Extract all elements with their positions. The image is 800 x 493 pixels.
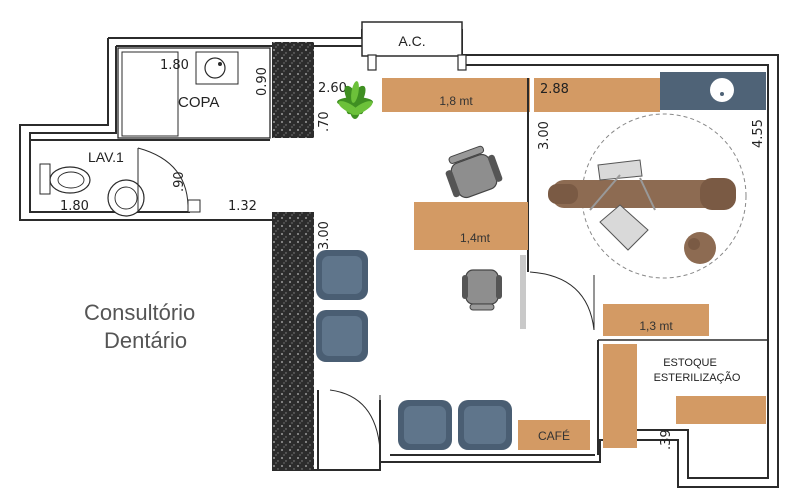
cafe-counter: CAFÉ (518, 420, 590, 450)
estoque-counter-vertical (603, 344, 637, 448)
esterilizacao-label: ESTERILIZAÇÃO (654, 371, 741, 384)
lav1-room: LAV.1 1.80 .90 1.32 (39, 147, 257, 217)
dental-chair-radius (581, 113, 747, 279)
copa-room: COPA 1.80 0.90 (117, 47, 271, 139)
sink-icon (195, 51, 239, 85)
plant-icon (337, 81, 373, 119)
estoque-label: ESTOQUE (663, 357, 717, 369)
copa-wall-dim: 2.60 (318, 81, 347, 96)
clinic-depth-dim: 4.55 (751, 119, 766, 148)
armchair-icon (316, 310, 368, 362)
copa-offset-dim: .70 (317, 111, 332, 132)
toilet-icon (39, 163, 91, 195)
counter-middle-label: 1,4mt (460, 231, 491, 245)
outer-walls (19, 29, 779, 488)
office-chair-icon (462, 269, 502, 311)
lav-width-dim: 1.80 (60, 199, 89, 214)
lav-door-dim: .90 (172, 171, 187, 192)
clinic-sink-counter (660, 72, 766, 110)
copa-depth-dim: 0.90 (255, 67, 270, 96)
granite-wall-bottom (272, 212, 314, 470)
counter-clinic (534, 78, 660, 112)
counter-right: 1,3 mt (603, 304, 709, 336)
armchair-icon (458, 400, 512, 450)
counter-right-label: 1,3 mt (639, 319, 673, 333)
cafe-label: CAFÉ (538, 428, 570, 443)
armchair-icon (398, 400, 452, 450)
counter-middle: 1,4mt (414, 202, 528, 250)
partition-dim: 3.00 (537, 121, 552, 150)
granite-wall-top (272, 42, 314, 138)
ac-unit: A.C. (361, 21, 467, 71)
plan-title-line1: Consultório (84, 300, 195, 325)
copa-width-dim: 1.80 (160, 58, 189, 73)
wall-length-dim: 3.00 (317, 221, 332, 250)
clinic-width-dim: 2.88 (540, 82, 569, 97)
lav1-label: LAV.1 (88, 149, 124, 165)
ac-label: A.C. (398, 33, 425, 49)
estoque-offset-dim: .39 (659, 429, 674, 450)
office-chair-icon (445, 145, 503, 199)
lav-sink-icon (107, 179, 145, 217)
armchair-icon (316, 250, 368, 300)
sink-icon (710, 78, 734, 102)
counter-top-label: 1,8 mt (439, 94, 473, 108)
counter-top: 1,8 mt (382, 78, 530, 112)
dental-chair-icon (548, 159, 736, 264)
plan-title-line2: Dentário (104, 328, 187, 353)
estoque-counter-horizontal (676, 396, 766, 424)
lav-depth-dim: 1.32 (228, 199, 257, 214)
copa-label: COPA (178, 94, 219, 111)
